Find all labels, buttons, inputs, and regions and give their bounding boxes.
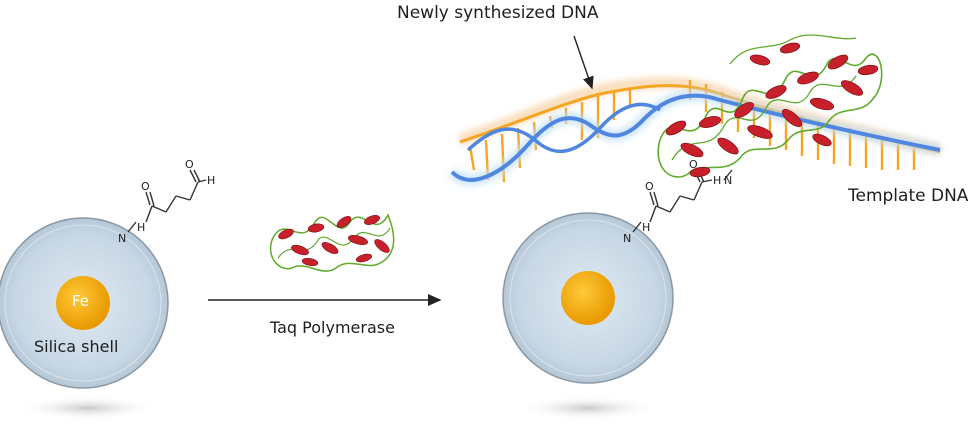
right-atom-h2: H (713, 174, 721, 187)
right-atom-n2: N (724, 174, 732, 187)
bound-taq-polymerase (657, 34, 883, 178)
new-dna-strand (450, 93, 941, 182)
taq-polymerase-structure (269, 213, 395, 272)
right-fe-core (561, 271, 615, 325)
right-atom-o2: O (689, 158, 698, 171)
left-atom-h2: H (207, 174, 215, 187)
right-shell-inner-ring (509, 219, 667, 377)
right-particle-shadow (518, 396, 658, 420)
left-core-label: Fe (72, 292, 90, 310)
left-fe-core (56, 276, 110, 330)
left-particle-shadow (18, 396, 158, 420)
right-atom-h: H (642, 221, 650, 234)
new-dna-backbone-2 (466, 102, 661, 154)
left-atom-o1: O (141, 180, 150, 193)
right-atom-n: N (623, 232, 631, 245)
taq-polymerase-label: Taq Polymerase (270, 318, 395, 337)
left-atom-o2: O (185, 158, 194, 171)
left-linker-molecule (127, 169, 207, 233)
new-dna-pointer-arrow (573, 35, 594, 90)
template-dna-label: Template DNA (848, 186, 969, 206)
left-atom-n: N (118, 232, 126, 245)
right-atom-o1: O (645, 180, 654, 193)
left-atom-h: H (137, 221, 145, 234)
left-shell-inner-ring (4, 224, 162, 382)
newly-synthesized-dna-label: Newly synthesized DNA (397, 3, 599, 23)
silica-shell-label: Silica shell (34, 337, 119, 356)
